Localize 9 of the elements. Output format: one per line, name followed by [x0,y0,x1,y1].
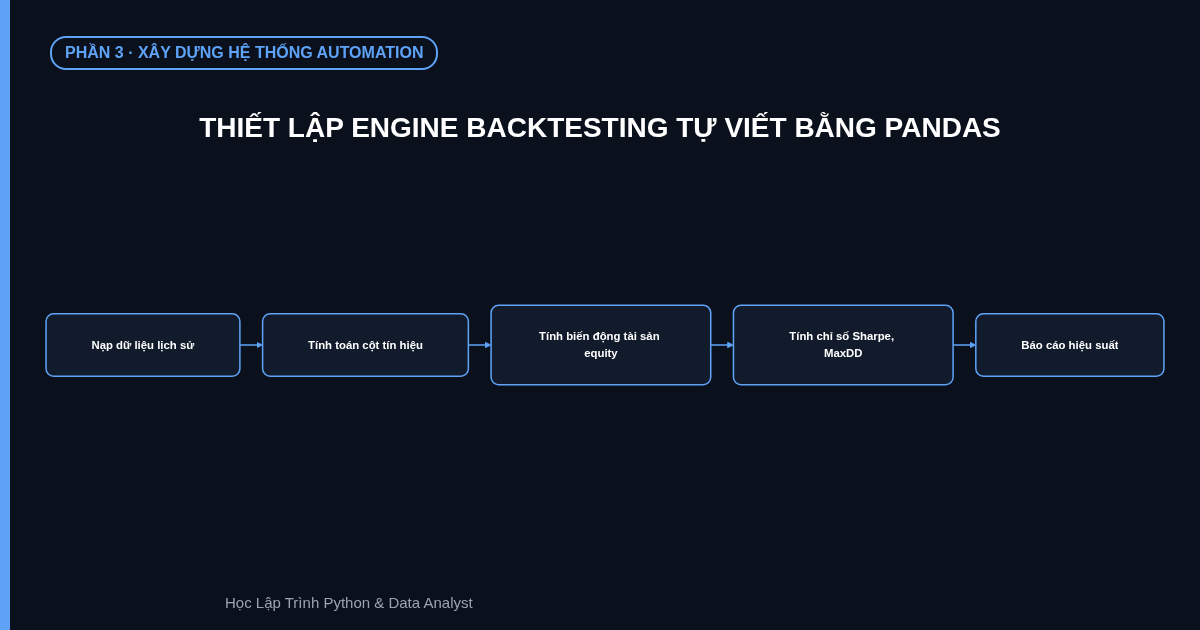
footer-text: Học Lập Trình Python & Data Analyst [225,594,473,611]
process-box: Báo cáo hiệu suất [975,313,1165,377]
section-badge: PHẦN 3 · XÂY DỰNG HỆ THỐNG AUTOMATION [50,36,439,70]
process-box: Nạp dữ liệu lịch sử [45,313,241,377]
process-box: Tính biến động tài sản equity [490,304,712,386]
process-box: Tính toán cột tín hiệu [261,313,470,377]
title: THIẾT LẬP ENGINE BACKTESTING TỰ VIẾT BẰNG PANDAS [198,112,1002,144]
process-box: Tính chỉ số Sharpe, MaxDD [732,304,954,386]
arrow [239,341,263,349]
